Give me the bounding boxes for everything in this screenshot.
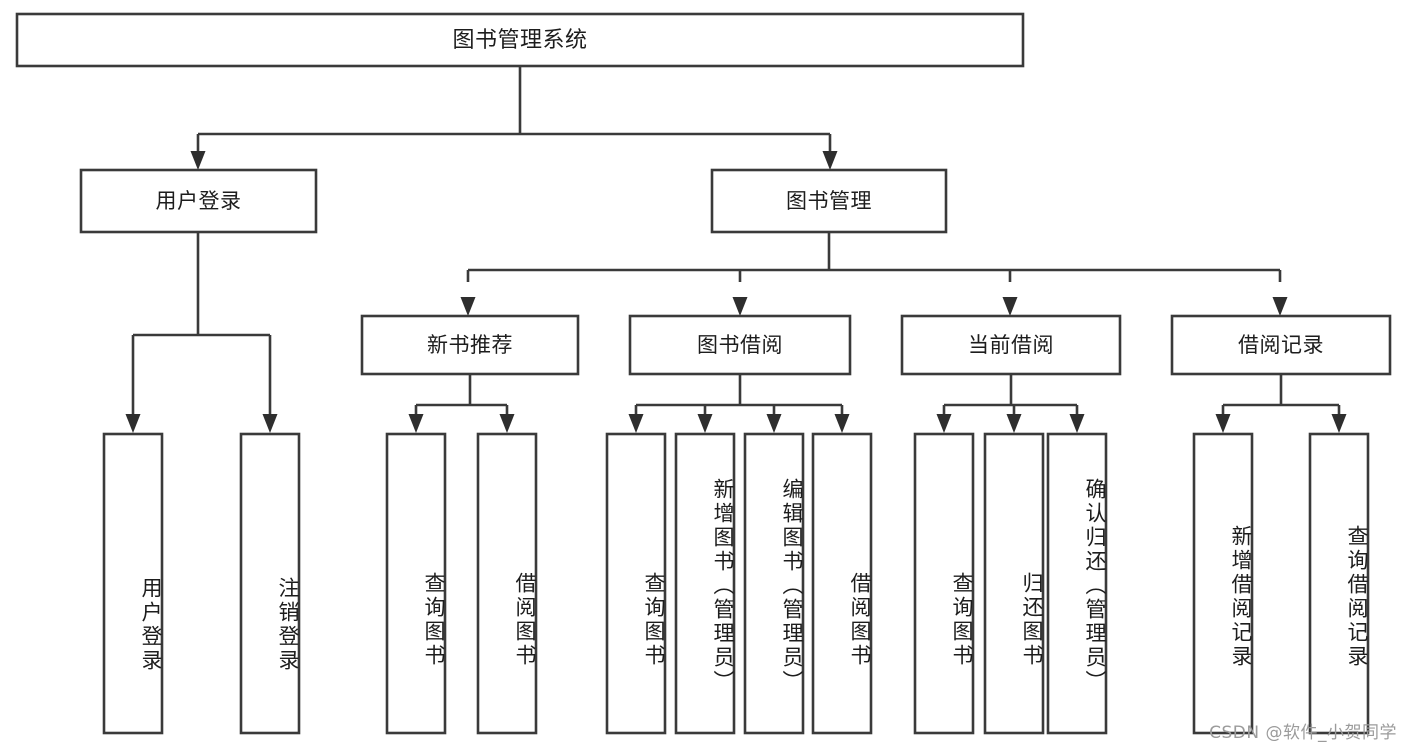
leaf-borrow-book-1-box [476, 432, 538, 735]
node-book-borrow: 图书借阅 [628, 314, 852, 376]
arrow-leaf-query-book-2 [628, 414, 644, 433]
node-root-label: 图书管理系统 [452, 28, 587, 53]
arrow-book-manage [822, 151, 838, 170]
leaf-query-record-box [1308, 432, 1370, 735]
node-current-borrow-box [900, 314, 1122, 376]
leaf-logout-login-box [239, 432, 301, 735]
node-borrow-record: 借阅记录 [1170, 314, 1392, 376]
arrow-leaf-borrow-book-2 [834, 414, 850, 433]
arrow-leaf-add-book [697, 414, 713, 433]
node-root-box [15, 12, 1025, 68]
arrow-book-borrow [732, 297, 748, 316]
node-book-borrow-box [628, 314, 852, 376]
leaf-add-book-box [674, 432, 736, 735]
leaf-edit-book-box [743, 432, 805, 735]
arrow-leaf-query-book-1 [408, 414, 424, 433]
arrow-borrow-record [1272, 297, 1288, 316]
leaf-return-book-box [983, 432, 1045, 735]
arrow-leaf-query-book-3 [936, 414, 952, 433]
node-borrow-record-box [1170, 314, 1392, 376]
arrow-leaf-add-record [1215, 414, 1231, 433]
node-current-borrow-label: 当前借阅 [968, 333, 1054, 357]
arrow-leaf-confirm-return [1069, 414, 1085, 433]
arrow-leaf-query-record [1331, 414, 1347, 433]
arrow-leaf-user-login [125, 414, 141, 433]
leaf-borrow-book-2-box [811, 432, 873, 735]
node-user-login: 用户登录 [79, 168, 318, 234]
node-book-manage-box [710, 168, 948, 234]
csdn-watermark: CSDN @软件_小贺同学 [1209, 723, 1397, 743]
arrow-leaf-return-book [1006, 414, 1022, 433]
node-user-login-label: 用户登录 [156, 189, 242, 213]
leaf-user-login-box [102, 432, 164, 735]
leaf-add-record-box [1192, 432, 1254, 735]
node-current-borrow: 当前借阅 [900, 314, 1122, 376]
arrow-new-book-recommend [460, 297, 476, 316]
arrow-leaf-edit-book [766, 414, 782, 433]
node-new-book-recommend-label: 新书推荐 [427, 333, 513, 357]
node-borrow-record-label: 借阅记录 [1238, 333, 1324, 357]
node-root: 图书管理系统 [15, 12, 1025, 68]
arrow-current-borrow [1002, 297, 1018, 316]
arrow-leaf-borrow-book-1 [499, 414, 515, 433]
node-new-book-recommend: 新书推荐 [360, 314, 580, 376]
node-book-manage-label: 图书管理 [786, 189, 872, 213]
arrow-leaf-logout-login [262, 414, 278, 433]
node-book-manage: 图书管理 [710, 168, 948, 234]
node-new-book-recommend-box [360, 314, 580, 376]
leaf-query-book-3-box [913, 432, 975, 735]
leaf-confirm-return-box [1046, 432, 1108, 735]
leaf-query-book-2-box [605, 432, 667, 735]
node-book-borrow-label: 图书借阅 [697, 333, 783, 357]
arrow-user-login [190, 151, 206, 170]
leaf-query-book-1-box [385, 432, 447, 735]
